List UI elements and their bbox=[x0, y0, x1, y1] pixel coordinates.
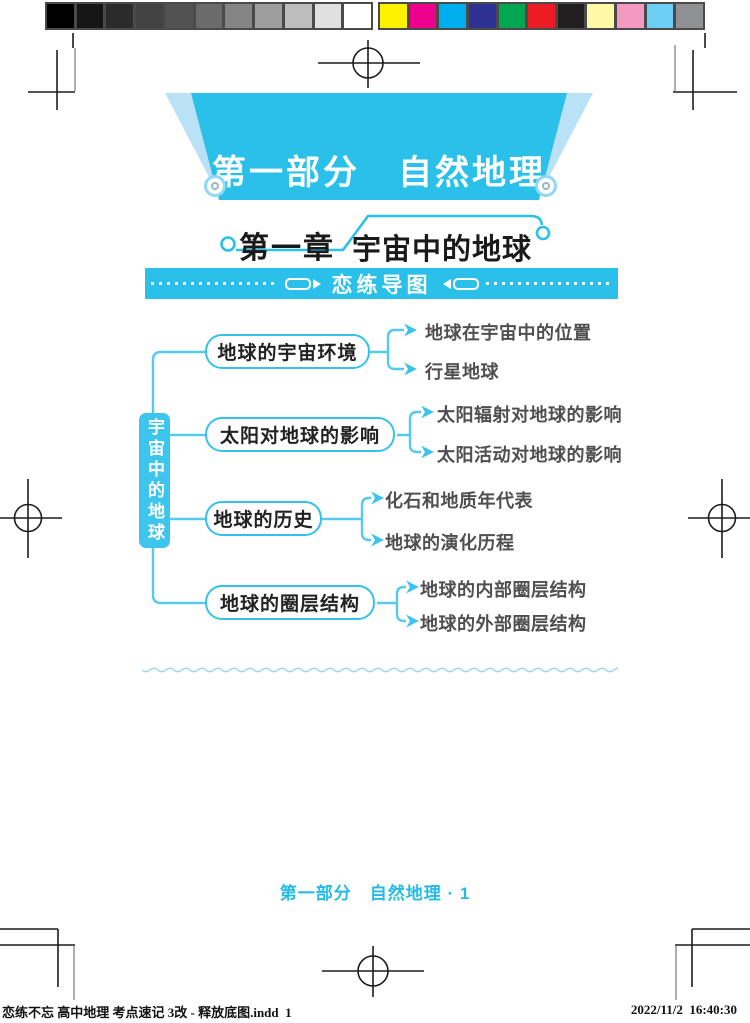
arrowhead-icons bbox=[371, 323, 434, 628]
color-swatch bbox=[225, 4, 253, 28]
part-banner: 第一部分 自然地理 bbox=[163, 93, 595, 200]
grayscale-calibration-bar bbox=[45, 2, 373, 30]
part-title: 自然地理 bbox=[398, 154, 546, 192]
chapter-title: 宇宙中的地球 bbox=[352, 234, 533, 266]
crosshair-right-icon bbox=[707, 503, 737, 533]
color-swatch bbox=[439, 4, 466, 28]
color-swatch bbox=[255, 4, 282, 28]
dotted-line bbox=[485, 282, 612, 285]
page-footer: 第一部分 自然地理 · 1 bbox=[279, 884, 471, 903]
rivet-icon bbox=[535, 175, 557, 197]
color-swatch bbox=[409, 4, 437, 28]
rivet-icon bbox=[204, 175, 226, 197]
mindmap-leaf: 地球的外部圈层结构 bbox=[420, 614, 587, 634]
mindmap-leaf: 太阳活动对地球的影响 bbox=[437, 445, 622, 465]
color-swatch bbox=[165, 4, 193, 28]
arrow-pill-icon bbox=[284, 277, 321, 290]
chapter-heading: 第一章 宇宙中的地球 bbox=[215, 208, 560, 266]
color-swatch bbox=[557, 4, 585, 28]
wavy-divider bbox=[142, 667, 618, 673]
section-bar: 恋练导图 bbox=[145, 268, 618, 299]
color-swatch bbox=[528, 4, 555, 28]
mindmap-root-node: 宇宙中的地球 bbox=[139, 413, 170, 548]
crosshair-bottom-icon bbox=[357, 955, 389, 987]
arrow-pill-icon bbox=[442, 277, 479, 290]
color-swatch bbox=[380, 4, 407, 28]
wavy-divider-path bbox=[142, 667, 618, 673]
banner-main-shape bbox=[191, 93, 567, 200]
color-swatch bbox=[314, 4, 342, 28]
crosshair-left-icon bbox=[13, 503, 43, 533]
color-swatch bbox=[587, 4, 615, 28]
chapter-number: 第一章 bbox=[239, 232, 335, 265]
part-label: 第一部分 bbox=[212, 154, 360, 192]
mindmap-leaf: 太阳辐射对地球的影响 bbox=[437, 405, 622, 425]
chapter-decoration-icon bbox=[220, 214, 551, 252]
color-swatch bbox=[136, 4, 163, 28]
color-swatch bbox=[195, 4, 223, 28]
color-swatch bbox=[676, 4, 704, 28]
color-swatch bbox=[468, 4, 496, 28]
mindmap-branch-node: 地球的圈层结构 bbox=[205, 585, 375, 620]
mindmap-leaf: 地球的内部圈层结构 bbox=[420, 580, 587, 600]
mindmap-branch-node: 太阳对地球的影响 bbox=[205, 417, 395, 452]
mindmap-leaf: 化石和地质年代表 bbox=[385, 491, 533, 511]
print-slug-timestamp: 2022/11/2 16:40:30 bbox=[630, 1002, 737, 1017]
color-swatch bbox=[284, 4, 312, 28]
mindmap-leaf: 地球在宇宙中的位置 bbox=[425, 323, 592, 343]
crosshair-top-icon bbox=[352, 47, 384, 79]
color-calibration-bar bbox=[378, 2, 705, 30]
mindmap-branch-node: 地球的历史 bbox=[205, 501, 322, 536]
color-swatch bbox=[76, 4, 104, 28]
color-swatch bbox=[344, 4, 372, 28]
color-swatch bbox=[47, 4, 74, 28]
mindmap-leaf: 行星地球 bbox=[425, 362, 499, 382]
section-bar-title: 恋练导图 bbox=[331, 273, 432, 297]
color-swatch bbox=[646, 4, 674, 28]
color-swatch bbox=[106, 4, 134, 28]
dotted-line bbox=[151, 282, 278, 285]
color-swatch bbox=[498, 4, 526, 28]
mindmap-branch-node: 地球的宇宙环境 bbox=[205, 334, 370, 369]
print-slug-filename: 恋练不忘 高中地理 考点速记 3改 - 释放底图.indd 1 bbox=[2, 1005, 292, 1020]
color-swatch bbox=[617, 4, 644, 28]
mindmap-leaf: 地球的演化历程 bbox=[385, 533, 515, 553]
